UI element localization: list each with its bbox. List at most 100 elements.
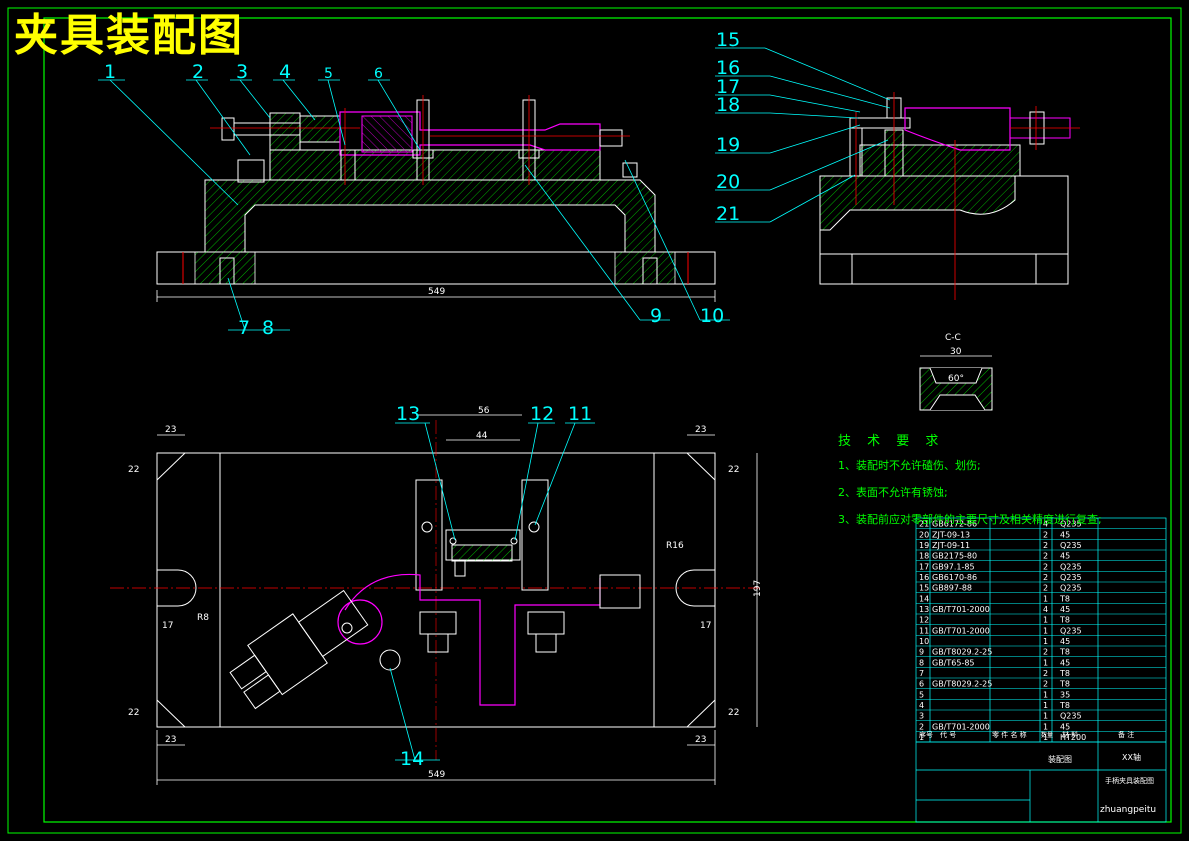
parts-cell-material: Q235 — [1060, 562, 1082, 571]
parts-cell-material: 35 — [1060, 690, 1070, 699]
parts-cell-qty: 2 — [1043, 530, 1048, 539]
parts-cell-qty: 1 — [1043, 616, 1048, 625]
parts-cell-qty: 2 — [1043, 680, 1048, 689]
parts-cell-no: 16 — [919, 573, 929, 582]
title-drawing-name: 装配图 — [1048, 754, 1072, 764]
parts-cell-material: T8 — [1059, 680, 1070, 689]
part-label-12: 12 — [530, 403, 554, 425]
part-label-6: 6 — [374, 66, 383, 82]
section-label: C-C — [945, 333, 961, 343]
parts-cell-no: 17 — [919, 562, 929, 571]
parts-cell-no: 3 — [919, 712, 924, 721]
parts-cell-qty: 1 — [1043, 594, 1048, 603]
dim-margin-23-tr: 23 — [695, 425, 706, 435]
parts-cell-no: 13 — [919, 605, 929, 614]
section-cc: C-C 30 60° — [919, 333, 993, 411]
parts-cell-no: 1 — [919, 733, 924, 742]
parts-cell-code: GB/T701-2000 — [932, 722, 990, 731]
parts-cell-qty: 2 — [1043, 562, 1048, 571]
title-product-name: 手柄夹具装配图 — [1105, 776, 1154, 785]
part-label-20: 20 — [716, 171, 740, 193]
part-label-15: 15 — [716, 29, 740, 51]
part-label-11: 11 — [568, 403, 592, 425]
tech-item-3: 3、装配前应对零部件的主要尺寸及相关精度进行复查; — [838, 513, 1102, 526]
part-label-4: 4 — [279, 61, 291, 83]
parts-cell-no: 2 — [919, 722, 924, 731]
parts-cell-qty: 1 — [1043, 626, 1048, 635]
part-label-5: 5 — [324, 66, 333, 82]
part-label-8: 8 — [262, 317, 274, 339]
dim-edge-17-l: 17 — [162, 621, 173, 631]
parts-cell-no: 18 — [919, 552, 929, 561]
dim-radius-r8: R8 — [197, 613, 209, 623]
parts-cell-material: T8 — [1059, 701, 1070, 710]
dim-margin-23-br: 23 — [695, 735, 706, 745]
parts-cell-qty: 4 — [1043, 605, 1048, 614]
header-qty: 数量 — [1041, 731, 1053, 739]
parts-cell-code: GB/T8029.2-25 — [932, 648, 992, 657]
part-label-13: 13 — [396, 403, 420, 425]
part-label-3: 3 — [236, 61, 248, 83]
plan-clamp-arm — [344, 573, 601, 706]
header-code: 代 号 — [940, 730, 956, 739]
parts-cell-qty: 1 — [1043, 690, 1048, 699]
parts-cell-material: Q235 — [1060, 541, 1082, 550]
front-part-labels: 1 2 3 4 5 6 7 8 9 10 — [104, 61, 724, 339]
parts-cell-qty: 1 — [1043, 637, 1048, 646]
parts-cell-no: 4 — [919, 701, 924, 710]
parts-cell-no: 19 — [919, 541, 929, 550]
parts-cell-material: 45 — [1060, 722, 1070, 731]
dim-radius-r16: R16 — [666, 541, 684, 551]
side-clamp-arm — [904, 107, 1011, 151]
parts-cell-material: Q235 — [1060, 520, 1082, 529]
clamp-screw — [221, 117, 235, 141]
parts-cell-code: GB97.1-85 — [932, 562, 975, 571]
part-label-1: 1 — [104, 61, 116, 83]
parts-cell-no: 20 — [919, 530, 929, 539]
tech-heading: 技 术 要 求 — [838, 434, 945, 449]
parts-cell-material: 45 — [1060, 637, 1070, 646]
parts-cell-qty: 2 — [1043, 573, 1048, 582]
side-leaders — [715, 47, 891, 223]
parts-cell-qty: 1 — [1043, 722, 1048, 731]
part-label-19: 19 — [716, 134, 740, 156]
tech-item-2: 2、表面不允许有锈蚀; — [838, 486, 948, 499]
parts-cell-material: 45 — [1060, 605, 1070, 614]
drawing-title: 夹具装配图 — [14, 10, 244, 61]
dim-section-60: 60° — [948, 374, 964, 384]
parts-cell-qty: 2 — [1043, 584, 1048, 593]
parts-cell-material: Q235 — [1060, 584, 1082, 593]
part-label-18: 18 — [716, 94, 740, 116]
parts-cell-code: ZJT-09-13 — [932, 530, 970, 539]
parts-cell-no: 6 — [919, 680, 924, 689]
dim-margin-22-bl: 22 — [128, 708, 139, 718]
dim-margin-22-tl: 22 — [128, 465, 139, 475]
outer-frame — [7, 7, 1182, 834]
dim-margin-22-tr: 22 — [728, 465, 739, 475]
dim-margin-23-bl: 23 — [165, 735, 176, 745]
parts-cell-no: 5 — [919, 690, 924, 699]
parts-cell-material: 45 — [1060, 658, 1070, 667]
dim-plan-length: 549 — [428, 770, 445, 780]
part-label-10: 10 — [700, 305, 724, 327]
header-no: 序号 — [919, 730, 933, 739]
part-label-14: 14 — [400, 748, 424, 770]
parts-cell-material: 45 — [1060, 530, 1070, 539]
part-label-2: 2 — [192, 61, 204, 83]
parts-cell-qty: 2 — [1043, 552, 1048, 561]
part-label-21: 21 — [716, 203, 740, 225]
parts-cell-no: 15 — [919, 584, 929, 593]
front-view: 549 — [156, 95, 716, 302]
title-block-text: 序号 代 号 零 件 名 称 数量 材 料 备 注 XX轴 装配图 手柄夹具装配… — [919, 730, 1156, 815]
part-label-16: 16 — [716, 57, 740, 79]
tech-item-1: 1、装配时不允许磕伤、划伤; — [838, 459, 981, 472]
header-name: 零 件 名 称 — [992, 730, 1027, 739]
base-plate — [156, 251, 716, 285]
parts-cell-no: 10 — [919, 637, 929, 646]
parts-cell-qty: 4 — [1043, 520, 1048, 529]
parts-cell-no: 9 — [919, 648, 924, 657]
parts-cell-no: 7 — [919, 669, 924, 678]
parts-cell-code: GB/T8029.2-25 — [932, 680, 992, 689]
